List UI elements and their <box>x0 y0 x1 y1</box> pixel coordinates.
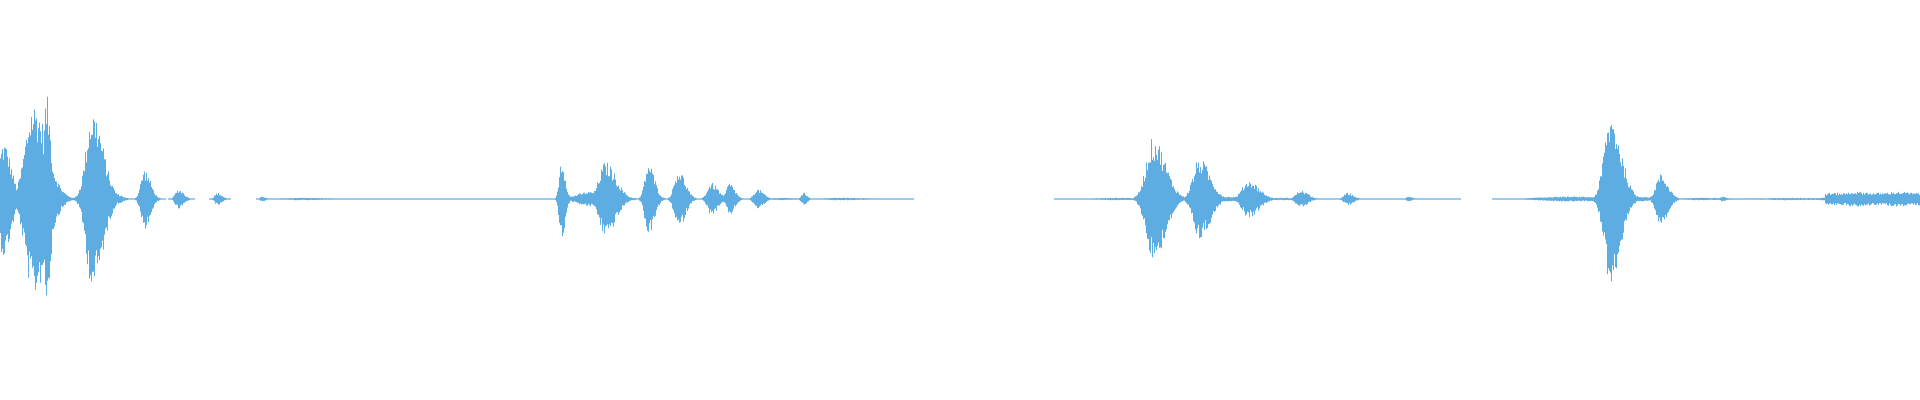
waveform-trace <box>0 96 1920 296</box>
